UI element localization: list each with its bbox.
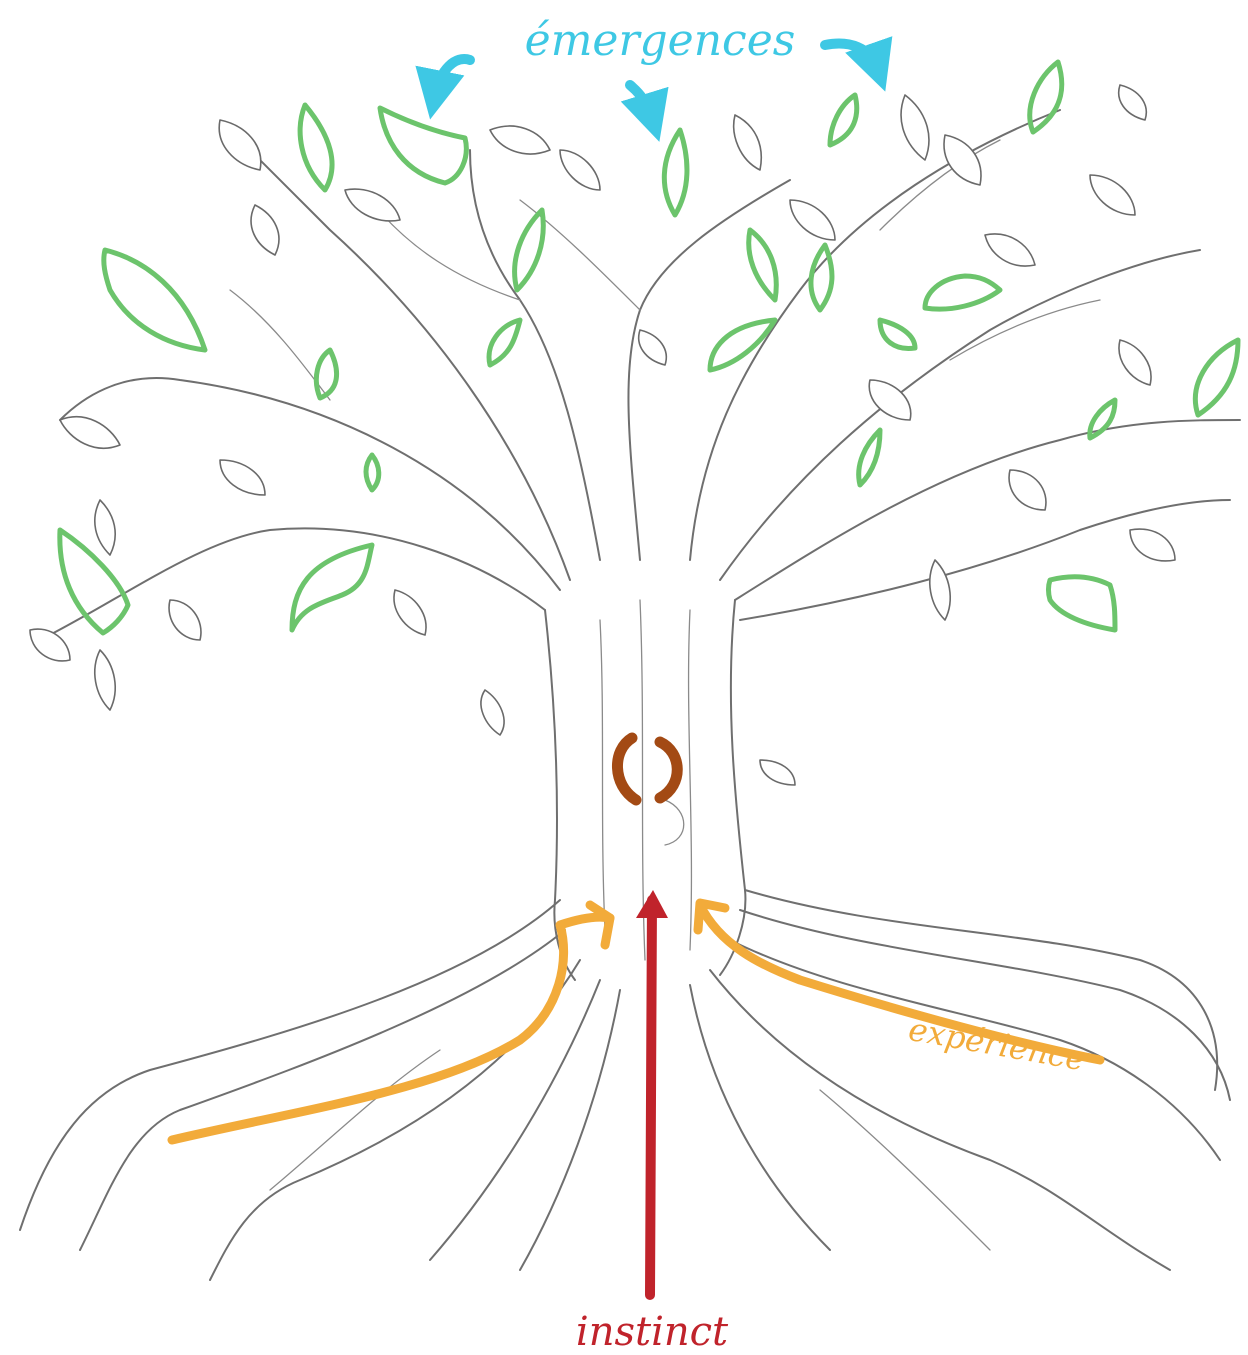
- tree-sketch: [20, 85, 1240, 1280]
- emergences-label: émergences: [525, 15, 796, 66]
- emergence-arrow-center: [630, 85, 652, 118]
- roots: [20, 890, 1230, 1280]
- instinct-arrow: [636, 890, 668, 1295]
- branches: [40, 110, 1240, 640]
- sketch-leaves: [30, 85, 1175, 785]
- instinct-label: instinct: [576, 1309, 729, 1355]
- circular-arrows-icon: [617, 738, 677, 800]
- emergence-arrow-left: [435, 59, 470, 95]
- experience-label: expérience: [906, 1010, 1088, 1078]
- emergence-arrow-right: [825, 44, 877, 68]
